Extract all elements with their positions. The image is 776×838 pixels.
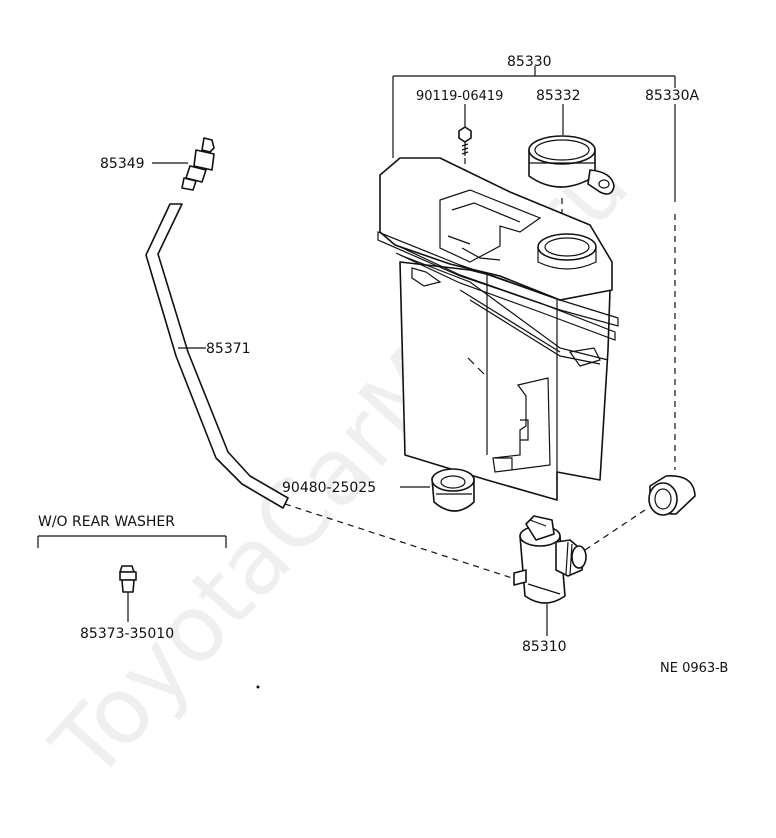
plug-icon bbox=[119, 565, 137, 593]
grommet-right-icon bbox=[648, 475, 696, 516]
bolt-icon bbox=[458, 126, 472, 156]
label-85330A: 85330A bbox=[645, 88, 700, 104]
check-valve-icon bbox=[181, 137, 215, 191]
label-85332: 85332 bbox=[536, 88, 581, 104]
grommet-left-icon bbox=[431, 468, 475, 512]
reference-code: NE 0963-B bbox=[660, 661, 728, 676]
label-90480-25025: 90480-25025 bbox=[282, 480, 376, 496]
washer-hose-icon bbox=[145, 203, 289, 509]
section-bracket bbox=[37, 535, 227, 548]
label-85330: 85330 bbox=[507, 54, 552, 70]
label-85373-35010: 85373-35010 bbox=[80, 626, 174, 642]
assembly-bracket bbox=[392, 66, 676, 158]
label-85371: 85371 bbox=[206, 341, 251, 357]
cap-icon bbox=[528, 135, 615, 195]
label-90119-06419: 90119-06419 bbox=[416, 89, 503, 104]
print-dot bbox=[256, 685, 260, 689]
washer-pump-icon bbox=[513, 515, 587, 604]
section-label-wo-rear-washer: W/O REAR WASHER bbox=[38, 514, 175, 530]
washer-tank-icon bbox=[377, 157, 619, 501]
label-85310: 85310 bbox=[522, 639, 567, 655]
label-85349: 85349 bbox=[100, 156, 145, 172]
